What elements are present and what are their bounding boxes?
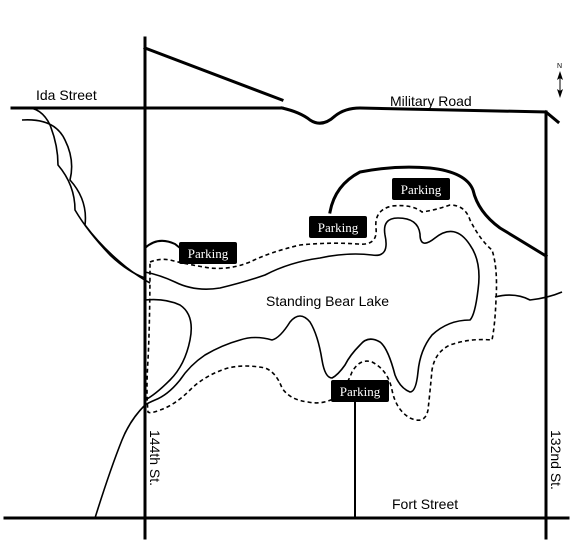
parking-marker: Parking: [392, 178, 450, 200]
parking-marker: Parking: [309, 216, 367, 238]
diagonal-road: [143, 46, 284, 102]
west-creek-upper: [21, 119, 151, 284]
132nd-street-label: 132nd St.: [548, 430, 564, 490]
southwest-creek: [94, 404, 146, 519]
parking-label: Parking: [188, 246, 229, 261]
roads: [3, 36, 570, 540]
132nd-extension: [543, 109, 561, 125]
north-arrow-icon: N: [557, 63, 563, 98]
lake-name-label: Standing Bear Lake: [266, 293, 389, 309]
lake-north-shore: [144, 217, 480, 406]
parking-marker: Parking: [331, 380, 389, 402]
east-creek: [494, 291, 563, 301]
lake-shoreline: [144, 217, 480, 406]
parking-label: Parking: [340, 384, 381, 399]
military-road-label: Military Road: [390, 93, 472, 109]
trail-loop: [146, 204, 498, 421]
lake-west-shore: [144, 298, 193, 401]
west-creek-lower: [17, 106, 146, 279]
144th-street-label: 144th St.: [147, 430, 163, 486]
road-labels: Ida Street Military Road Fort Street 144…: [36, 87, 564, 512]
northeast-access-road: [328, 165, 549, 259]
parking-marker: Parking: [179, 242, 237, 264]
creeks: [17, 106, 563, 519]
fort-street-label: Fort Street: [392, 496, 458, 512]
north-label: N: [557, 63, 562, 70]
parking-label: Parking: [401, 182, 442, 197]
parking-label: Parking: [318, 220, 359, 235]
west-access-road: [144, 239, 181, 249]
military-road-curve: [280, 106, 548, 125]
ida-street-label: Ida Street: [36, 87, 97, 103]
